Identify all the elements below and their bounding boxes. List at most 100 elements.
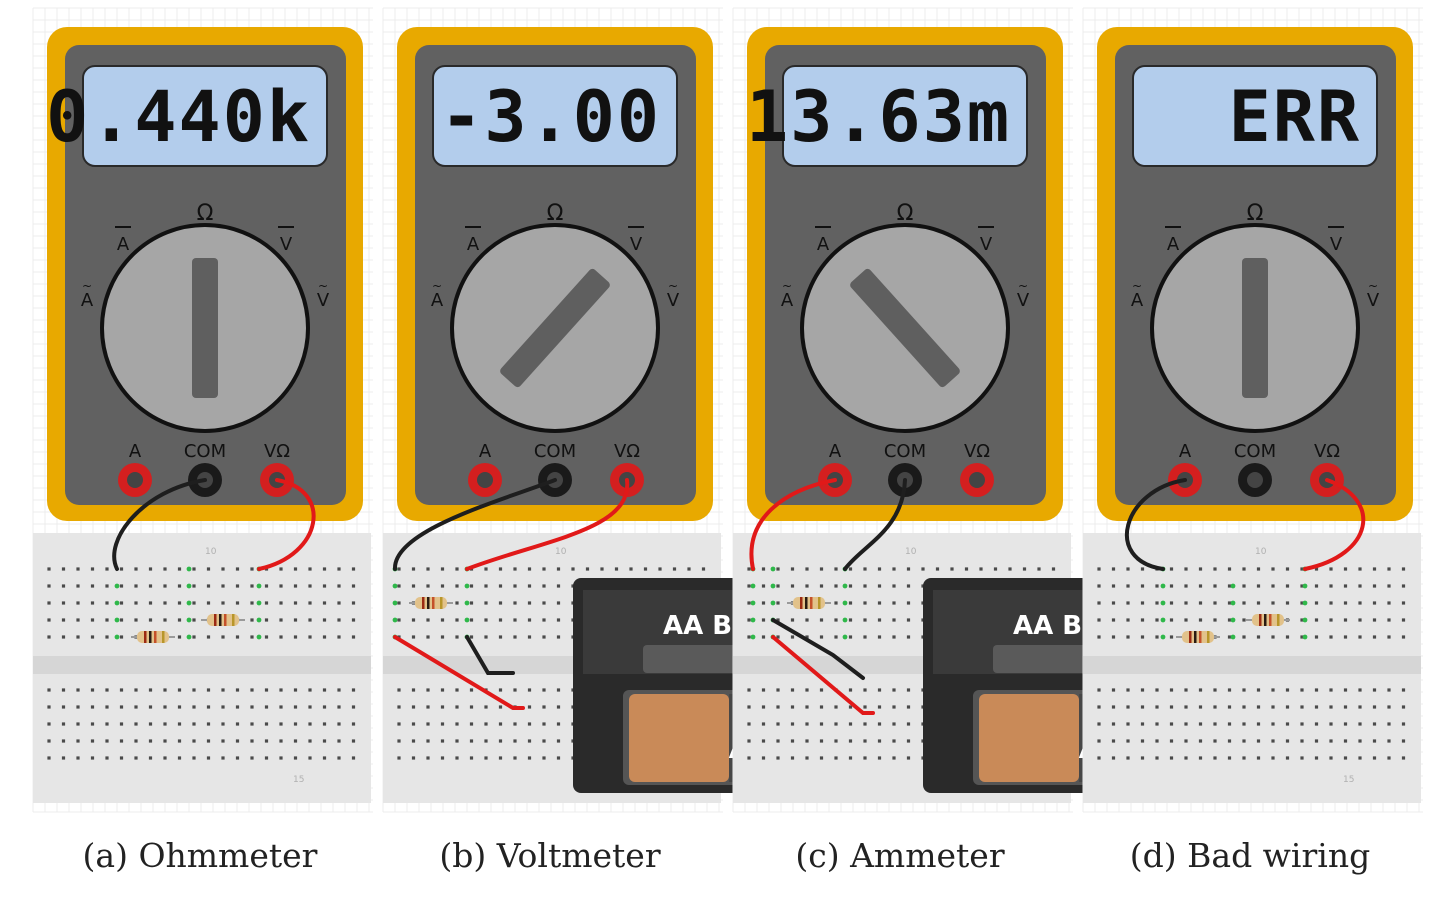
probe-wire-black [1124, 478, 1187, 571]
connected-hole [114, 617, 120, 623]
breadboard-channel [1083, 656, 1421, 674]
connected-hole [186, 600, 192, 606]
dial-label-dc-volts: V [280, 234, 293, 255]
connected-hole [750, 600, 756, 606]
dial-pointer [500, 268, 610, 388]
connected-hole [750, 634, 756, 640]
ac-tilde: ~ [668, 279, 678, 293]
connected-hole [114, 600, 120, 606]
resistor-1 [1176, 631, 1220, 643]
dial-label-ac-volts: V [667, 290, 680, 311]
connected-hole [1160, 634, 1166, 640]
dial-label-dc-amps: A [817, 234, 830, 255]
dial-label-ohms: Ω [197, 201, 214, 226]
connected-hole [186, 566, 192, 572]
connected-hole [842, 634, 848, 640]
lcd-screen [1132, 65, 1378, 167]
resistor-1 [409, 597, 453, 609]
dial-label-ac-amps: A [81, 290, 94, 311]
connected-hole [114, 583, 120, 589]
resistor-1 [131, 631, 175, 643]
jack-socket-1 [1247, 472, 1263, 488]
connected-hole [1160, 583, 1166, 589]
caption-voltmeter: (b) Voltmeter [439, 836, 661, 875]
caption-ohmmeter: (a) Ohmmeter [82, 836, 318, 875]
ac-tilde: ~ [318, 279, 328, 293]
lcd-screen [782, 65, 1028, 167]
dial-label-dc-volts: V [630, 234, 643, 255]
dial-label-ac-volts: V [1367, 290, 1380, 311]
connected-hole [1230, 600, 1236, 606]
jack-label-2: VΩ [614, 441, 640, 462]
battery-wire-black [771, 618, 865, 680]
connected-hole [1302, 600, 1308, 606]
connected-hole [1230, 583, 1236, 589]
breadboard-col-label: 10 [1255, 547, 1267, 557]
connected-hole [842, 583, 848, 589]
resistor-2 [1246, 614, 1290, 626]
connected-hole [1302, 634, 1308, 640]
jack-label-1: COM [884, 441, 926, 462]
connected-hole [1160, 617, 1166, 623]
connected-hole [1302, 617, 1308, 623]
connected-hole [842, 600, 848, 606]
dial-label-dc-volts: V [980, 234, 993, 255]
dial-label-dc-amps: A [1167, 234, 1180, 255]
lcd-reading: 0.440k [46, 76, 311, 158]
jack-label-2: VΩ [964, 441, 990, 462]
connected-hole [186, 583, 192, 589]
connected-hole [842, 617, 848, 623]
battery-wire-black [465, 635, 515, 675]
jack-label-0: A [479, 441, 492, 462]
battery-cell [629, 694, 729, 782]
dial-pointer [1242, 258, 1268, 398]
connected-hole [750, 617, 756, 623]
connected-hole [1230, 634, 1236, 640]
caption-bad-wiring: (d) Bad wiring [1129, 836, 1371, 875]
connected-hole [256, 583, 262, 589]
connected-hole [186, 634, 192, 640]
ac-tilde: ~ [432, 279, 442, 293]
connected-hole [770, 600, 776, 606]
connected-hole [186, 617, 192, 623]
ac-tilde: ~ [1368, 279, 1378, 293]
lcd-reading: 13.63m [746, 76, 1011, 158]
breadboard-col-label: 10 [555, 547, 567, 557]
probe-wire-red [1303, 478, 1366, 571]
battery-cell [979, 694, 1079, 782]
dial-label-dc-amps: A [467, 234, 480, 255]
dial-label-ac-amps: A [1131, 290, 1144, 311]
connected-hole [464, 600, 470, 606]
resistor-2 [201, 614, 245, 626]
connected-hole [464, 583, 470, 589]
probe-wire-red [749, 478, 837, 571]
jack-socket-0 [477, 472, 493, 488]
jack-label-0: A [1179, 441, 1192, 462]
connected-hole [1160, 600, 1166, 606]
battery-wire-red [393, 635, 525, 710]
breadboard-col-label: 15 [1343, 775, 1354, 785]
lcd-screen [82, 65, 328, 167]
connected-hole [392, 600, 398, 606]
connected-hole [392, 583, 398, 589]
probe-wire-red [465, 478, 630, 571]
ac-tilde: ~ [82, 279, 92, 293]
dial-label-ac-volts: V [1017, 290, 1030, 311]
probe-wire-red [257, 478, 316, 571]
jack-label-2: VΩ [264, 441, 290, 462]
breadboard-col-label: 10 [205, 547, 217, 557]
connected-hole [256, 617, 262, 623]
dial-label-ohms: Ω [897, 201, 914, 226]
dial-label-dc-volts: V [1330, 234, 1343, 255]
ac-tilde: ~ [1018, 279, 1028, 293]
jack-socket-0 [127, 472, 143, 488]
lcd-screen [432, 65, 678, 167]
dial-label-dc-amps: A [117, 234, 130, 255]
